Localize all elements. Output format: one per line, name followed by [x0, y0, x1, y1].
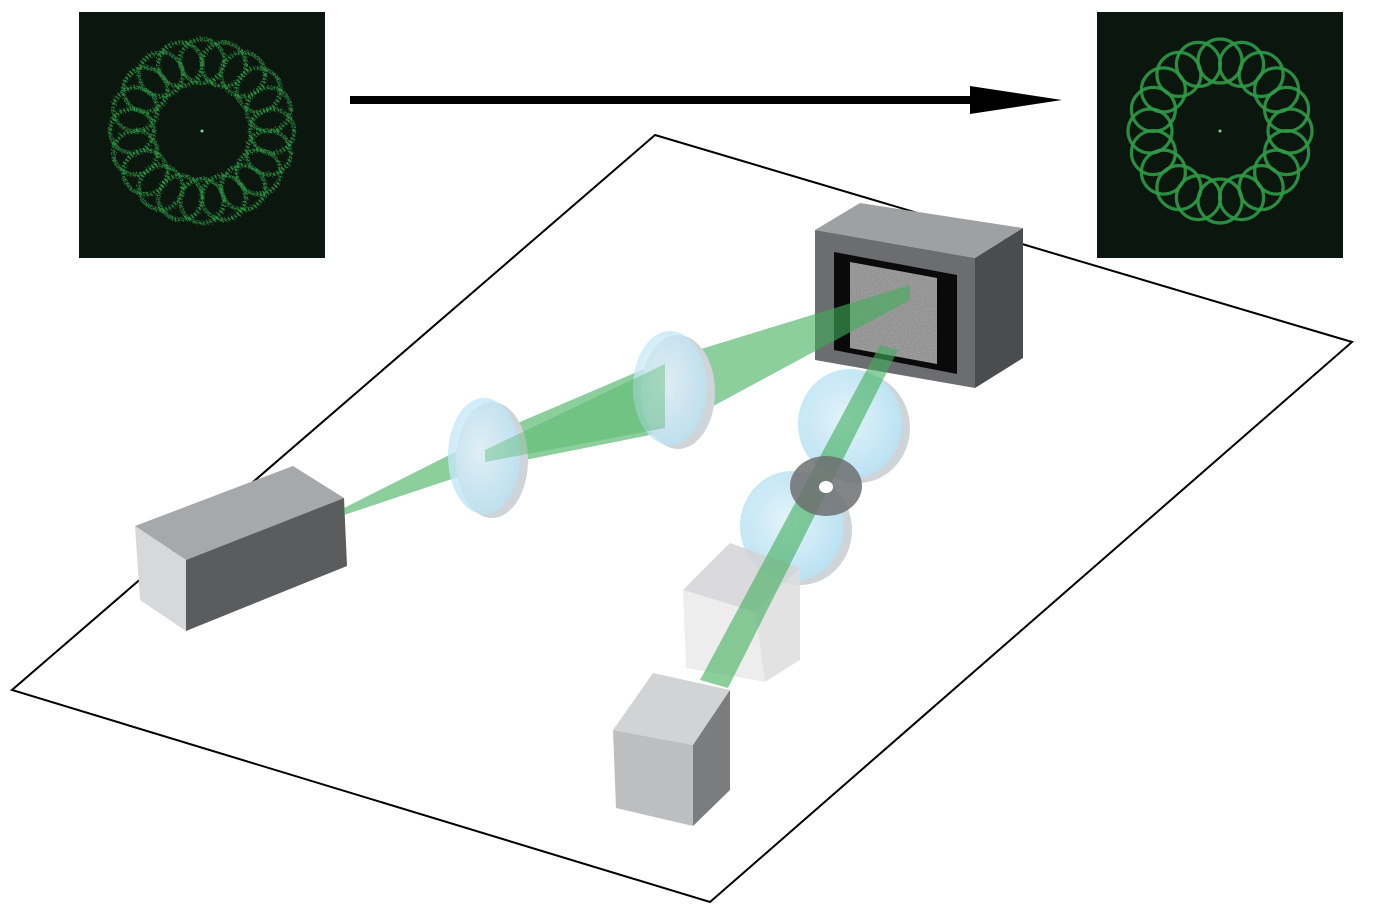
ring [1262, 85, 1311, 134]
ring [121, 148, 170, 197]
ring [219, 50, 268, 99]
return-beam [700, 345, 898, 688]
ring [111, 128, 160, 177]
ring [234, 65, 283, 114]
ring [219, 163, 268, 212]
pattern-before-panel [79, 12, 325, 258]
ring [1252, 148, 1301, 196]
ring [234, 148, 283, 197]
ring [156, 173, 205, 222]
arrow-head-icon [970, 86, 1062, 114]
ring [136, 163, 185, 212]
ring [199, 173, 248, 222]
ring-pattern-after [1126, 37, 1314, 225]
ring [244, 85, 293, 134]
ring [156, 40, 205, 89]
ring [248, 107, 296, 155]
ring [1139, 66, 1188, 114]
ring [199, 40, 248, 89]
main-beam-overlay [485, 364, 665, 462]
slm-screen [850, 262, 937, 364]
aperture [790, 456, 862, 516]
lens-1 [448, 398, 528, 518]
ring [1155, 164, 1203, 212]
pattern-after-panel [1097, 12, 1343, 258]
ring [178, 177, 226, 225]
ring [244, 128, 293, 177]
ring-pattern-before [108, 37, 296, 225]
camera [613, 673, 730, 826]
lens-2 [633, 331, 715, 449]
ring [121, 65, 170, 114]
ring [1237, 50, 1285, 99]
spatial-light-modulator [815, 203, 1023, 388]
laser-source [135, 466, 347, 631]
ring [108, 107, 156, 155]
